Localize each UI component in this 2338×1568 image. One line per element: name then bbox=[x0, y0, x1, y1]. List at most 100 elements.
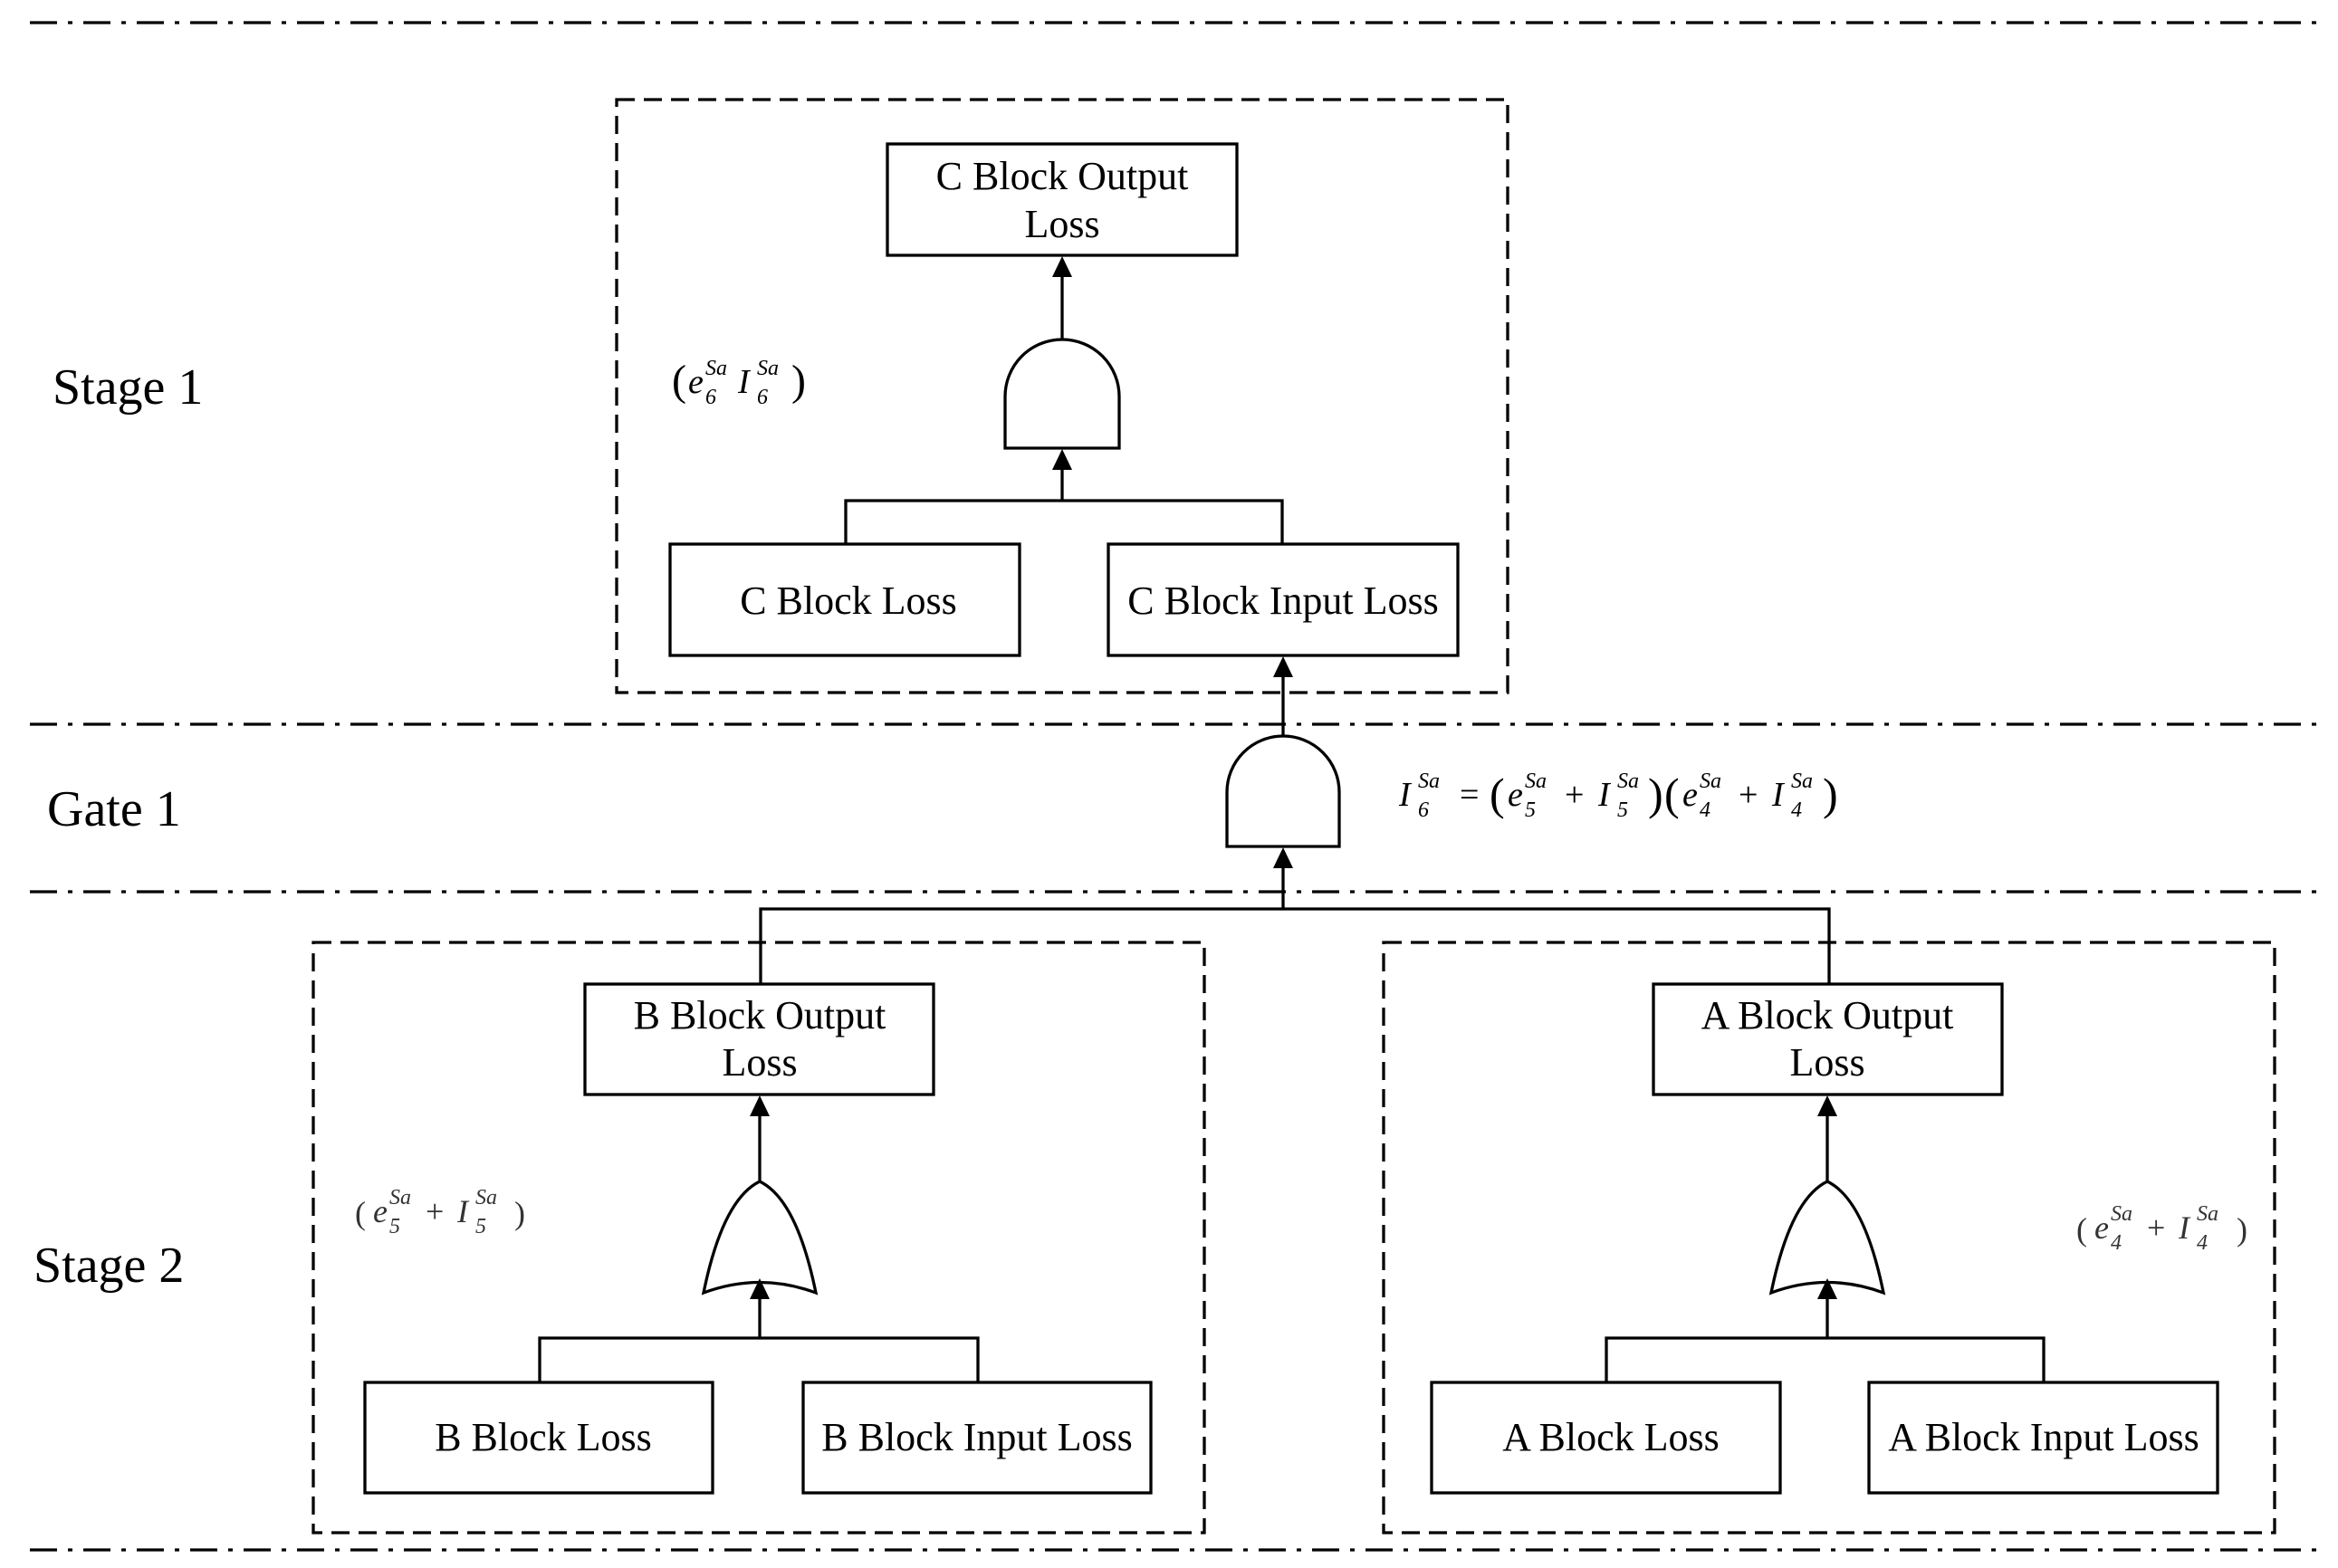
stage1-expr-close: ) bbox=[791, 357, 806, 405]
stage2-b-group: B Block Output Loss B Block Loss B Block… bbox=[311, 941, 1206, 1535]
b-block-output-loss-line2: Loss bbox=[722, 1040, 797, 1085]
a-block-output-loss-line1: A Block Output bbox=[1701, 993, 1954, 1037]
a-expr-close: ) bbox=[2237, 1211, 2247, 1248]
stage1-expr-e: e bbox=[688, 363, 704, 401]
gate1-group: I Sa 6 = ( e Sa 5 + I Sa 5 ) ( e Sa 4 + … bbox=[759, 656, 1838, 984]
a-expr-e-sup: Sa bbox=[2111, 1202, 2132, 1226]
stage1-expr-i: I bbox=[737, 363, 752, 401]
b-gate-arrowhead bbox=[750, 1278, 770, 1299]
eq-i4-sup: Sa bbox=[1791, 770, 1813, 793]
b-expr-open: ( bbox=[355, 1195, 366, 1231]
eq-lhs-sup: Sa bbox=[1418, 770, 1440, 793]
eq-plus2: + bbox=[1739, 776, 1758, 814]
stage1-expr-e-sup: Sa bbox=[705, 357, 727, 380]
eq-p2-open: ( bbox=[1664, 769, 1680, 819]
c-input-bus bbox=[844, 499, 1284, 544]
b-input-bus bbox=[538, 1336, 980, 1382]
eq-i4-sub: 4 bbox=[1791, 798, 1802, 822]
a-expr-i: I bbox=[2178, 1209, 2191, 1246]
a-expr-e: e bbox=[2094, 1209, 2109, 1246]
eq-plus1: + bbox=[1565, 776, 1584, 814]
c-block-input-loss-box bbox=[1107, 542, 1460, 657]
b-expr-plus: + bbox=[426, 1193, 444, 1229]
stage-dividers bbox=[30, 21, 2318, 1552]
stage2-a-dashed-frame bbox=[1382, 941, 2276, 1535]
a-expr-i-sup: Sa bbox=[2197, 1202, 2218, 1226]
c-and-gate-icon bbox=[1003, 338, 1121, 450]
b-expr-e: e bbox=[373, 1193, 388, 1229]
gate1-input-arrowhead bbox=[1273, 847, 1293, 868]
a-output-arrowhead bbox=[1817, 1095, 1837, 1116]
b-block-output-loss-box bbox=[583, 982, 935, 1096]
eq-e4-sup: Sa bbox=[1700, 770, 1721, 793]
gate1-equation: I Sa 6 = ( e Sa 5 + I Sa 5 ) ( e Sa 4 + … bbox=[1398, 769, 1838, 822]
stage1-dashed-frame bbox=[615, 98, 1509, 694]
b-block-input-loss-label: B Block Input Loss bbox=[821, 1415, 1132, 1459]
c-block-loss-label: C Block Loss bbox=[740, 578, 957, 623]
a-block-loss-label: A Block Loss bbox=[1502, 1415, 1720, 1459]
eq-e4-sub: 4 bbox=[1700, 798, 1710, 822]
gate1-label: Gate 1 bbox=[47, 781, 181, 837]
b-output-arrowhead bbox=[750, 1095, 770, 1116]
c-block-output-loss-line2: Loss bbox=[1024, 202, 1099, 246]
b-expr-i-sup: Sa bbox=[475, 1186, 497, 1209]
c-block-output-loss-line1: C Block Output bbox=[936, 154, 1189, 198]
eq-i4: I bbox=[1771, 776, 1786, 814]
gate1-and-gate-icon bbox=[1225, 734, 1341, 848]
a-expr-open: ( bbox=[2076, 1211, 2087, 1248]
stage1-label: Stage 1 bbox=[53, 359, 203, 416]
b-expr-close: ) bbox=[514, 1195, 525, 1231]
eq-p1-close: ) bbox=[1648, 769, 1663, 819]
b-block-loss-box bbox=[363, 1381, 714, 1495]
eq-e5-sub: 5 bbox=[1525, 798, 1536, 822]
c-block-output-loss-box bbox=[886, 142, 1239, 257]
a-block-input-loss-box bbox=[1867, 1381, 2219, 1495]
stage2-b-expression: ( e Sa 5 + I Sa 5 ) bbox=[355, 1186, 525, 1238]
a-block-input-loss-label: A Block Input Loss bbox=[1888, 1415, 2199, 1459]
a-block-output-loss-box bbox=[1652, 982, 2004, 1096]
c-block-input-loss-label: C Block Input Loss bbox=[1127, 578, 1438, 623]
stage1-expr-e-sub: 6 bbox=[705, 386, 716, 409]
stage1-expression: ( e Sa 6 I Sa 6 ) bbox=[672, 357, 806, 409]
eq-e4: e bbox=[1682, 776, 1698, 814]
eq-i5: I bbox=[1597, 776, 1612, 814]
stage1-expr-open: ( bbox=[672, 357, 686, 405]
c-block-loss-box bbox=[668, 542, 1021, 657]
b-block-input-loss-box bbox=[801, 1381, 1153, 1495]
c-output-arrowhead bbox=[1052, 256, 1072, 277]
b-block-output-loss-line1: B Block Output bbox=[634, 993, 886, 1037]
gate1-output-arrowhead bbox=[1273, 656, 1293, 677]
stage1-expr-i-sub: 6 bbox=[757, 386, 768, 409]
eq-p1-open: ( bbox=[1490, 769, 1505, 819]
stage2-a-expression: ( e Sa 4 + I Sa 4 ) bbox=[2076, 1202, 2247, 1255]
eq-lhs-sub: 6 bbox=[1418, 798, 1429, 822]
c-gate-arrowhead bbox=[1052, 449, 1072, 470]
a-gate-arrowhead bbox=[1817, 1278, 1837, 1299]
b-or-gate-icon bbox=[701, 1180, 819, 1296]
eq-lhs: I bbox=[1398, 776, 1413, 814]
eq-i5-sub: 5 bbox=[1617, 798, 1628, 822]
stage2-label: Stage 2 bbox=[34, 1238, 184, 1294]
a-expr-i-sub: 4 bbox=[2197, 1231, 2208, 1255]
a-expr-e-sub: 4 bbox=[2111, 1231, 2122, 1255]
b-block-loss-label: B Block Loss bbox=[435, 1415, 652, 1459]
a-block-loss-box bbox=[1430, 1381, 1782, 1495]
stage2-b-dashed-frame bbox=[311, 941, 1206, 1535]
eq-p2-close: ) bbox=[1823, 769, 1838, 819]
a-input-bus bbox=[1605, 1336, 2046, 1382]
b-expr-i: I bbox=[456, 1193, 470, 1229]
a-expr-plus: + bbox=[2147, 1209, 2165, 1246]
eq-equals: = bbox=[1460, 776, 1479, 814]
b-expr-e-sup: Sa bbox=[389, 1186, 411, 1209]
b-expr-e-sub: 5 bbox=[389, 1215, 400, 1238]
a-or-gate-icon bbox=[1768, 1180, 1886, 1296]
stage2-a-group: A Block Output Loss A Block Loss A Block… bbox=[1382, 941, 2276, 1535]
eq-i5-sup: Sa bbox=[1617, 770, 1639, 793]
a-block-output-loss-line2: Loss bbox=[1789, 1040, 1864, 1085]
eq-e5: e bbox=[1508, 776, 1523, 814]
stage1-expr-i-sup: Sa bbox=[757, 357, 779, 380]
gate1-input-bus bbox=[759, 907, 1831, 984]
eq-e5-sup: Sa bbox=[1525, 770, 1547, 793]
stage1-group: C Block Output Loss C Block Loss C Block… bbox=[615, 98, 1509, 694]
